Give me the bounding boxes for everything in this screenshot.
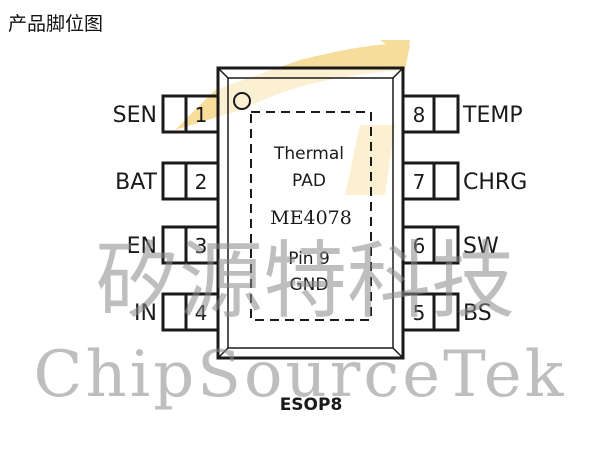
- pins-left: 1 2 3 4 SEN BAT EN IN: [113, 94, 220, 332]
- watermark-chinese: 矽源特科技: [95, 232, 515, 330]
- pin-8-name: TEMP: [462, 103, 523, 128]
- pin-2-number: 2: [195, 170, 208, 194]
- pin-3-number: 3: [195, 234, 208, 258]
- pin-1-number: 1: [195, 103, 208, 127]
- pin-2-name: BAT: [115, 170, 157, 195]
- pin-5-name: BS: [463, 301, 492, 326]
- package-name: ESOP8: [280, 395, 343, 415]
- watermark-english: ChipSourceTek: [34, 338, 567, 412]
- pad-pin-label: Pin 9: [288, 249, 330, 269]
- pin-4-name: IN: [134, 301, 157, 326]
- pin-3-name: EN: [127, 234, 157, 259]
- pin-1-name: SEN: [113, 103, 157, 128]
- pin-6-name: SW: [463, 234, 499, 259]
- pin-2-lead: [161, 161, 220, 201]
- part-number: ME4078: [270, 207, 352, 229]
- thermal-pad-outline: [250, 111, 372, 321]
- pin-4-number: 4: [195, 301, 208, 325]
- pin-8-number: 8: [413, 103, 426, 127]
- pin-7-number: 7: [413, 170, 426, 194]
- thermal-pad-sublabel: PAD: [292, 171, 326, 191]
- thermal-pad-label: Thermal: [273, 144, 344, 164]
- diagram-caption: 产品脚位图: [8, 13, 103, 35]
- pin-6-number: 6: [413, 234, 426, 258]
- pin-7-name: CHRG: [463, 170, 527, 195]
- pin-1-marker-icon: [233, 92, 251, 110]
- pin-5-number: 5: [413, 301, 426, 325]
- pins-right: 8 7 6 5 TEMP CHRG SW BS: [401, 94, 527, 332]
- chip-body: [216, 66, 405, 360]
- pad-pin-function: GND: [290, 275, 329, 295]
- pin-7-lead: [401, 161, 460, 201]
- pin-8-lead: [401, 94, 460, 134]
